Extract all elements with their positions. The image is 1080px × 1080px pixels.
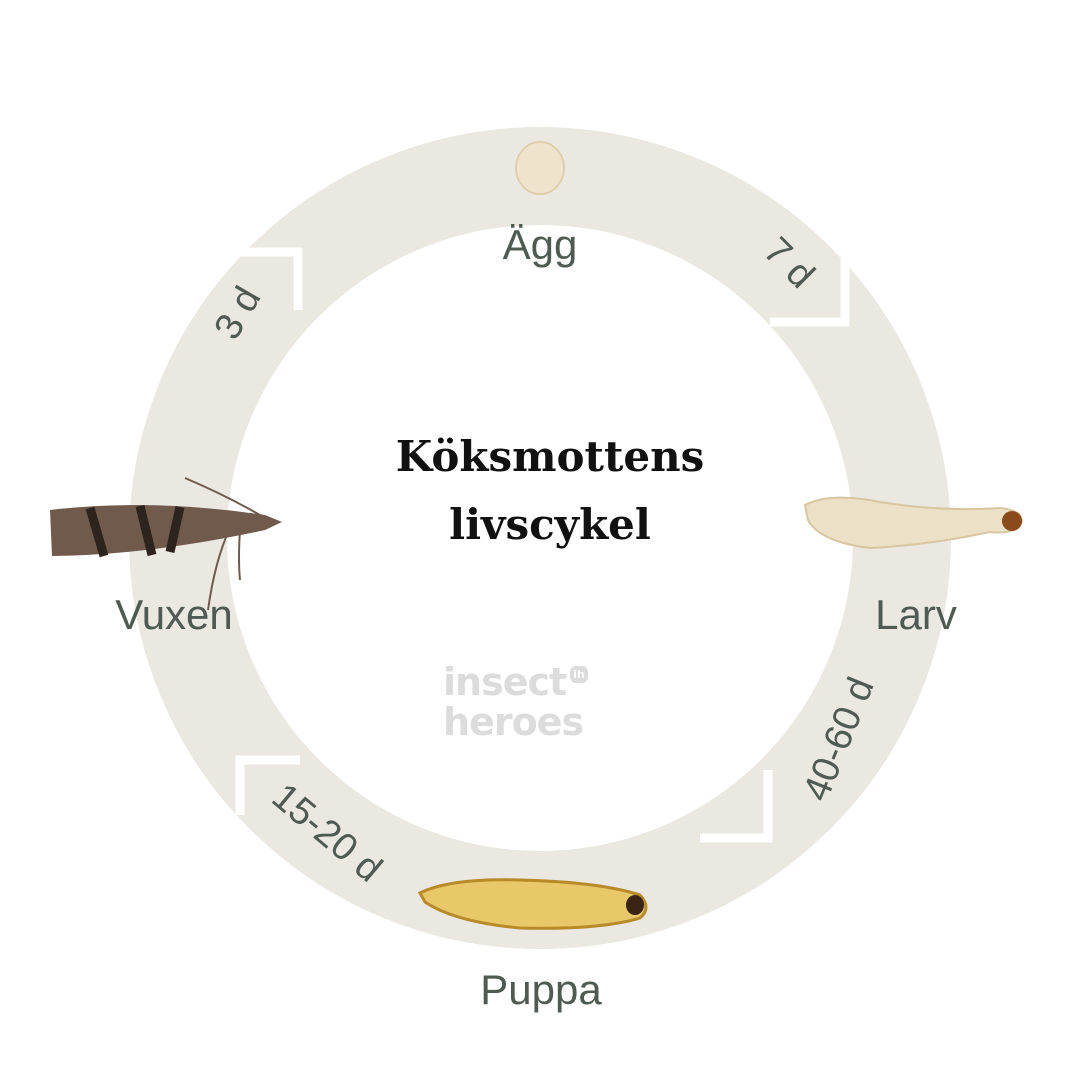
larva-image: [803, 496, 1024, 550]
pupa-image: [417, 878, 648, 930]
title-line-2: livscykel: [449, 500, 651, 549]
moth-image: [50, 477, 282, 611]
title-line-1: Köksmottens: [395, 432, 705, 481]
arrow-notch-adult-egg: [230, 247, 303, 310]
arrow-notch-egg-larva: [770, 235, 850, 327]
logo-line-2: heroes: [443, 700, 584, 744]
egg-image: [515, 141, 565, 195]
logo-row-1: insect ih: [443, 662, 588, 702]
arrow-notch-larva-pupa: [700, 770, 773, 843]
stage-label-larva: Larv: [875, 591, 957, 638]
stage-label-adult: Vuxen: [115, 591, 233, 638]
logo-line-1: insect: [443, 660, 567, 704]
arrow-notch-pupa-adult: [235, 755, 300, 815]
stage-label-egg: Ägg: [502, 221, 578, 268]
stage-label-pupa: Puppa: [480, 966, 602, 1013]
insect-heroes-logo: insect ih heroes: [443, 662, 588, 742]
arrow-notches: [230, 235, 850, 843]
logo-badge: ih: [570, 666, 588, 683]
